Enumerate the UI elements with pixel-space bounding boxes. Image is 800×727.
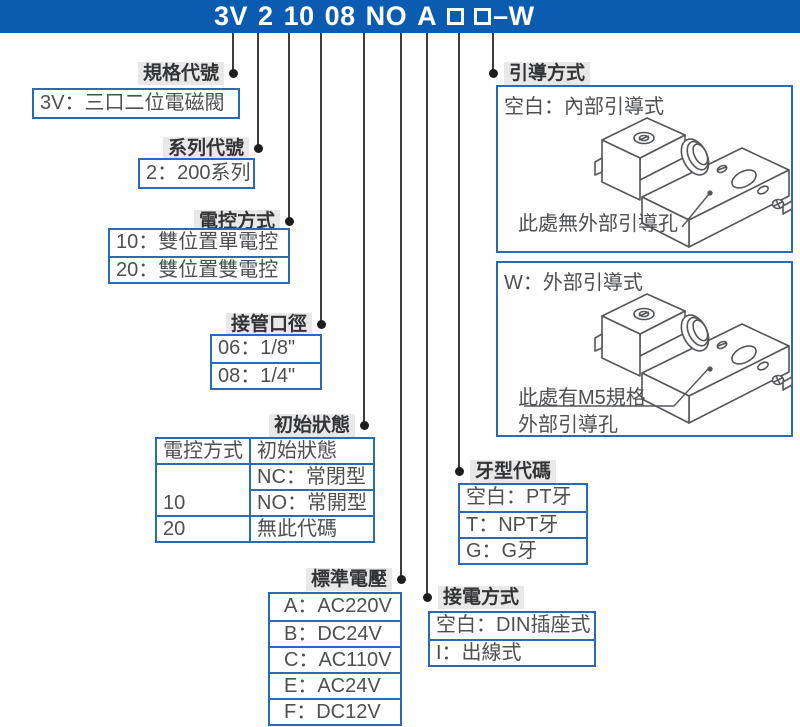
table-cell: NC：常閉型 [249,463,375,491]
list-item: A：AC220V [284,595,392,617]
table-header: 初始狀態 [249,437,375,465]
label-thread-code: 牙型代碼 [470,460,557,483]
code-segment-port: 08 [324,1,356,31]
leader-line-initial-state [359,33,369,430]
caption-leader-line [681,193,710,228]
code-segment-series: 2 [258,1,274,31]
leader-line-spec [228,33,238,78]
label-series-code: 系列代號 [163,137,250,160]
list-item: 08：1/4" [212,362,320,388]
valve-drawing [594,117,792,248]
pilot-external-box: W：外部引導式 此處有M5規格 外部引導孔 [496,261,793,437]
list-item: 20：雙位置雙電控 [110,256,288,282]
list-item: B：DC24V [270,620,400,646]
list-item: G：G牙 [460,537,586,563]
code-segment-spec: 3V [214,1,249,31]
table-header: 電控方式 [155,437,251,465]
list-item: 10：雙位置單電控 [116,231,279,253]
leader-line-wiring [422,33,432,602]
model-code-banner: 3V 2 10 08 NO A –W [0,0,800,33]
list-item: 空白：DIN插座式 [436,614,591,636]
control-type-box: 10：雙位置單電控 20：雙位置雙電控 [108,228,290,284]
table-cell: NO：常開型 [249,489,375,517]
spec-code-box: 3V：三口二位電磁閥 [32,88,240,119]
label-pilot-type: 引導方式 [504,62,591,85]
placeholder-square-icon [447,8,465,25]
model-code: 3V 2 10 08 NO A –W [214,0,535,33]
list-item: F：DC12V [270,698,400,724]
label-initial-state: 初始狀態 [269,414,356,437]
pilot-external-title: W：外部引導式 [504,272,643,294]
list-item: C：AC110V [270,646,400,672]
initial-state-table: 電控方式 初始狀態 10 NC：常閉型 NO：常開型 20 無此代碼 [155,437,375,543]
table-cell: 10 [155,463,251,517]
leader-line-port [316,33,326,329]
label-wiring: 接電方式 [438,586,525,609]
thread-code-box: 空白：PT牙 T：NPT牙 G：G牙 [458,483,588,565]
leader-line-thread [454,33,464,476]
leader-line-voltage [396,33,406,584]
code-segment-control: 10 [283,1,315,31]
code-segment-initial-state: NO [365,1,408,31]
series-code-box: 2：200系列 [138,158,255,189]
label-spec-code: 規格代號 [138,62,225,85]
pilot-internal-caption: 此處無外部引導孔 [518,213,678,235]
placeholder-square-icon [474,8,492,25]
list-item: T：NPT牙 [460,511,586,537]
table-cell: 無此代碼 [249,515,375,543]
pilot-external-caption-line2: 外部引導孔 [518,414,618,436]
table-cell: 20 [155,515,251,543]
list-item: 空白：PT牙 [466,486,572,508]
leader-line-series [253,33,263,153]
label-voltage: 標準電壓 [306,568,393,591]
list-item: 06：1/8" [218,337,296,359]
list-item: E：AC24V [270,672,400,698]
list-item: I：出線式 [430,639,594,665]
leader-line-control [284,33,294,226]
port-size-box: 06：1/8" 08：1/4" [210,334,322,390]
pilot-internal-box: 空白：內部引導式 [496,85,793,253]
voltage-box: A：AC220V B：DC24V C：AC110V E：AC24V F：DC12… [268,592,402,726]
caption-leader-line [524,367,710,407]
label-port-size: 接管口徑 [226,313,313,336]
label-control-type: 電控方式 [194,210,281,233]
code-segment-pilot: –W [493,1,535,31]
pilot-external-caption-line1: 此處有M5規格 [518,387,646,409]
pilot-internal-title: 空白：內部引導式 [504,96,664,118]
code-segment-voltage: A [417,1,438,31]
wiring-box: 空白：DIN插座式 I：出線式 [428,611,596,667]
leader-line-pilot [488,33,498,78]
